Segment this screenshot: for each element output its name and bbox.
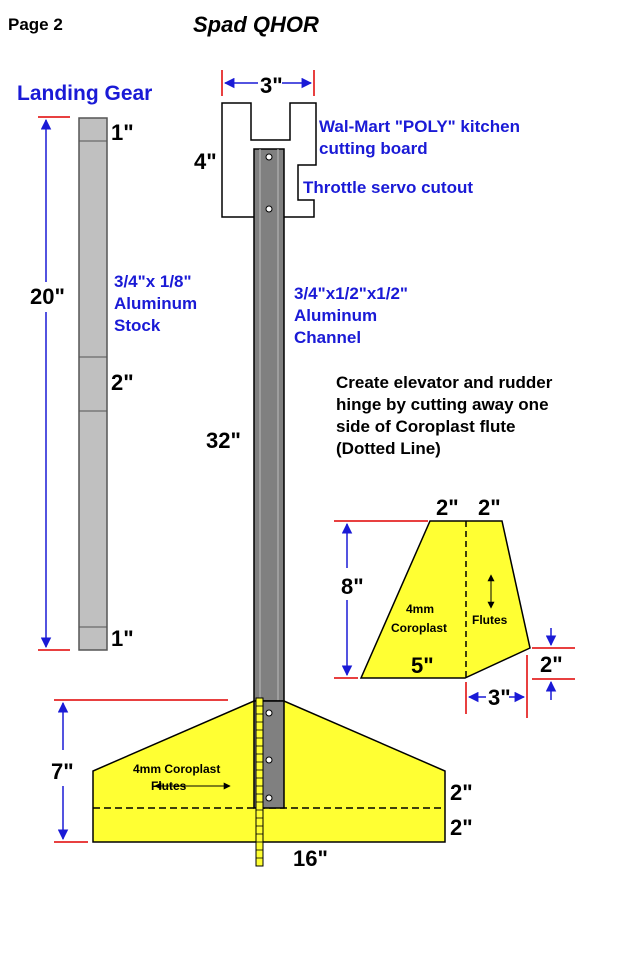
page-label: Page 2 [8,15,63,34]
hinge-note-2: hinge by cutting away one [336,395,549,414]
rudder-material-1: 4mm [406,602,434,616]
rudder-height-dimension [334,520,428,679]
rudder-flutes-label: Flutes [472,613,508,627]
landing-gear-top-segment: 1" [111,120,134,145]
landing-gear-heading: Landing Gear [17,82,152,105]
hinge-note-1: Create elevator and rudder [336,373,553,392]
ruler-strip [255,697,264,867]
landing-gear-material-1: 3/4"x 1/8" [114,272,192,291]
boom-material-2: Aluminum [294,306,377,325]
stabilizer-right-upper: 2" [450,780,473,805]
landing-gear-bottom-segment: 1" [111,626,134,651]
mount-material-2: cutting board [319,139,428,158]
rudder-height: 8" [341,574,364,599]
hinge-note-3: side of Coroplast flute [336,417,515,436]
boom-material-1: 3/4"x1/2"x1/2" [294,284,408,303]
mount-height: 4" [194,149,217,174]
rudder-right-drop: 2" [540,652,563,677]
rudder-right-dimension [532,628,575,700]
mount-width: 3" [260,73,283,98]
stabilizer-width: 16" [293,846,328,871]
page-title: Spad QHOR [193,12,319,37]
boom-material-3: Channel [294,328,361,347]
throttle-cutout-label: Throttle servo cutout [303,178,473,197]
rudder-bottom: 5" [411,653,434,678]
mount-width-dimension [221,70,315,96]
landing-gear-material-3: Stock [114,316,161,335]
stabilizer-height: 7" [51,759,74,784]
hinge-note-4: (Dotted Line) [336,439,441,458]
rudder-top-right: 2" [478,495,501,520]
rudder-panel [359,520,531,679]
stabilizer-flutes-label: Flutes [151,779,187,793]
stabilizer-right-lower: 2" [450,815,473,840]
landing-gear-strip [78,117,108,651]
boom-length: 32" [206,428,241,453]
rudder-bottom-dimension [465,655,528,718]
rudder-top-left: 2" [436,495,459,520]
landing-gear-material-2: Aluminum [114,294,197,313]
landing-gear-mid-segment: 2" [111,370,134,395]
rudder-bottom-right: 3" [488,685,511,710]
landing-gear-dimension [38,116,70,651]
stabilizer-height-dimension [54,699,228,843]
mount-material-1: Wal-Mart "POLY" kitchen [319,117,520,136]
rudder-material-2: Coroplast [391,621,447,635]
stabilizer-material: 4mm Coroplast [133,762,220,776]
landing-gear-length: 20" [30,284,65,309]
